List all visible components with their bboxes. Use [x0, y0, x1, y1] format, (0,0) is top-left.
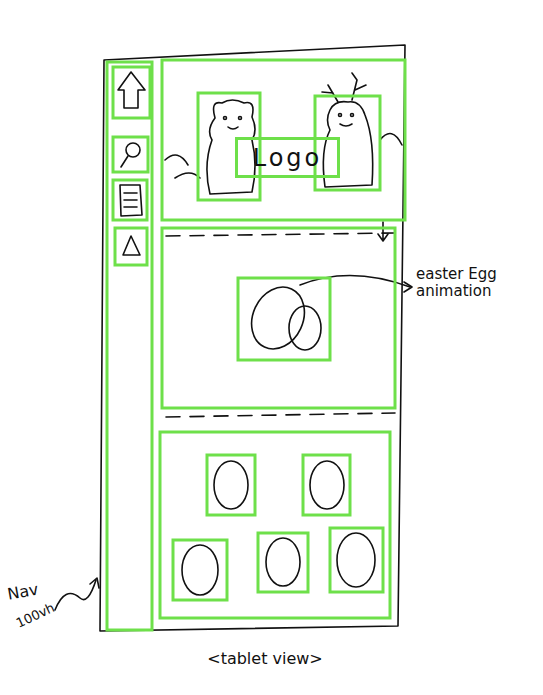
item-box: [258, 533, 308, 592]
icon-box: [115, 228, 147, 265]
header-box: [162, 60, 405, 220]
item-box: [173, 540, 227, 600]
tablet-frame: [100, 45, 405, 631]
deer-eye: [351, 114, 354, 117]
icon-box: [113, 180, 147, 220]
deer-mouth: [340, 124, 352, 126]
cloud-sketch: [165, 134, 402, 178]
callout-label: Nav: [6, 576, 68, 605]
nav-box: [107, 62, 152, 630]
bear-eye: [224, 117, 227, 120]
item-box: [303, 455, 350, 515]
leader-arrowhead: [404, 282, 412, 292]
egg-shape: [182, 545, 218, 595]
home-icon: [118, 72, 145, 108]
deer-figure: [323, 102, 372, 187]
bear-mouth: [228, 127, 238, 129]
deer-antlers: [322, 73, 366, 102]
caption: <tablet view>: [150, 650, 380, 668]
animation-box: [238, 278, 330, 360]
item-box: [207, 455, 255, 515]
egg-shape: [214, 461, 248, 509]
egg-shape: [337, 533, 375, 587]
image-box: [198, 93, 260, 200]
bear-eye: [239, 117, 242, 120]
egg-shape: [242, 278, 314, 357]
bear-figure: [207, 100, 255, 194]
triangle-icon: [123, 236, 140, 255]
item-box: [330, 528, 383, 592]
icon-box: [113, 137, 148, 172]
section-divider: [166, 413, 395, 417]
document-icon: [120, 185, 142, 216]
hero-box: [162, 228, 395, 408]
icon-box: [113, 67, 150, 118]
section-divider: [166, 233, 395, 236]
scroll-arrow: [378, 222, 388, 241]
egg-shape: [289, 306, 321, 350]
logo-text: Logo: [253, 144, 323, 172]
egg-shape: [266, 538, 300, 586]
search-icon: [126, 143, 140, 157]
egg-shape: [310, 461, 344, 509]
deer-eye: [339, 114, 342, 117]
search-icon-handle: [121, 156, 128, 167]
logo-box: Logo: [235, 137, 340, 178]
callout-note: easter Egg animation: [416, 266, 534, 301]
leader-arrowhead: [90, 578, 99, 588]
grid-box: [160, 432, 390, 618]
